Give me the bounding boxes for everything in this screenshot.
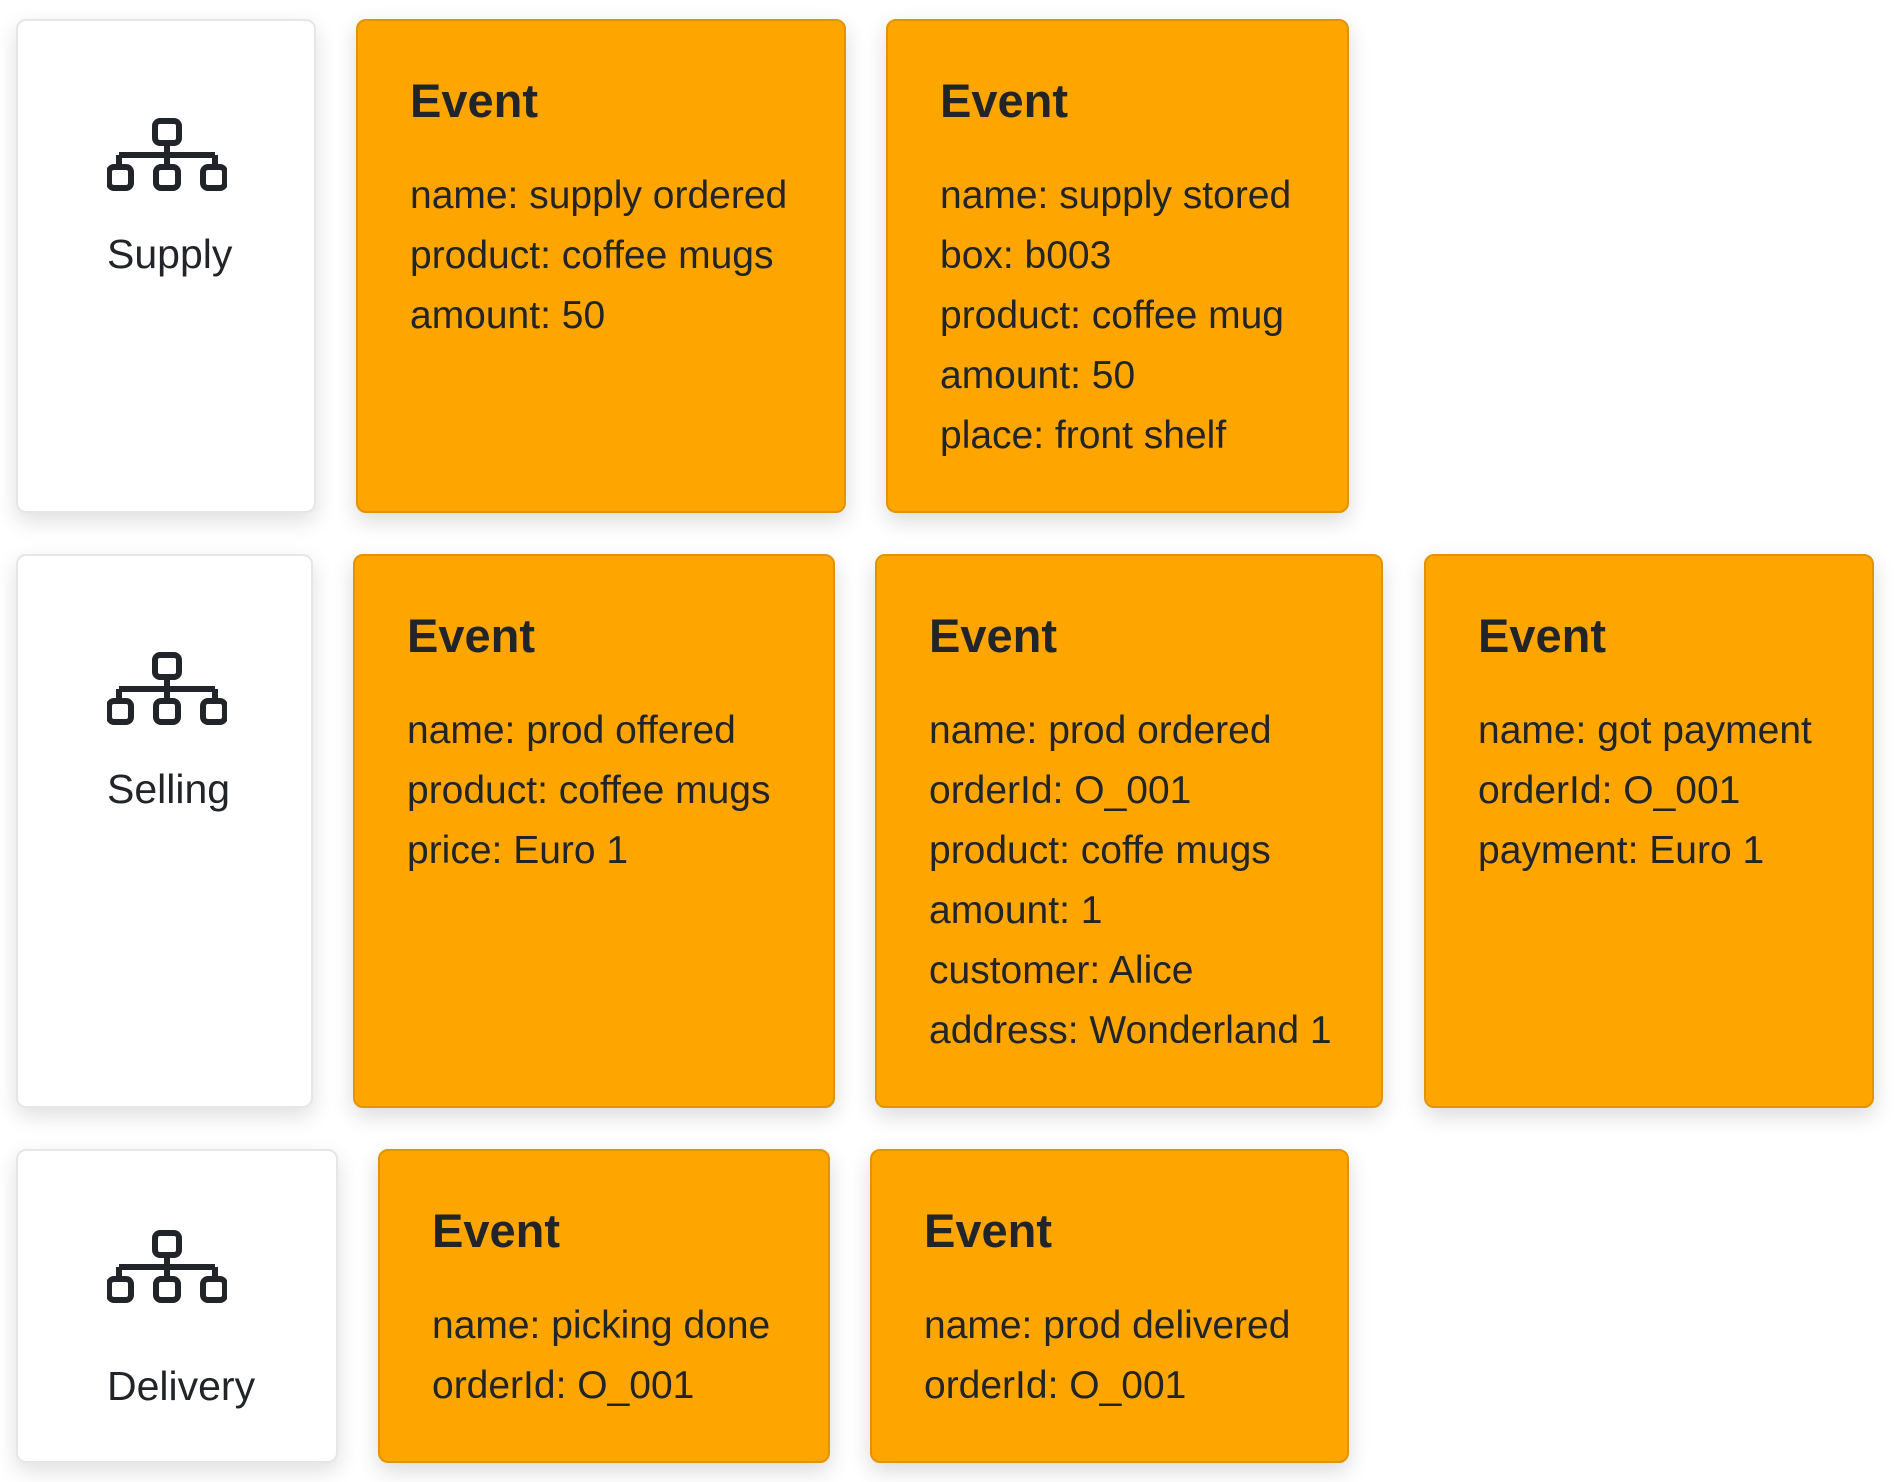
event-field: place: front shelf — [940, 414, 1227, 457]
event-title: Event — [410, 74, 538, 127]
event-field: product: coffee mugs — [407, 769, 771, 812]
event-field: orderId: O_001 — [1478, 769, 1741, 812]
lane-card-supply[interactable]: Supply — [16, 19, 316, 513]
event-field: name: picking done — [432, 1304, 771, 1347]
event-card[interactable]: Event name: got payment orderId: O_001 p… — [1424, 554, 1874, 1108]
lane-label: Selling — [107, 766, 231, 812]
event-field: name: prod delivered — [924, 1304, 1291, 1347]
event-field: box: b003 — [940, 234, 1112, 277]
event-title: Event — [929, 609, 1057, 662]
lane-card-delivery[interactable]: Delivery — [16, 1149, 338, 1463]
event-card[interactable]: Event name: picking done orderId: O_001 — [378, 1149, 830, 1463]
event-card[interactable]: Event name: supply ordered product: coff… — [356, 19, 846, 513]
event-card[interactable]: Event name: prod ordered orderId: O_001 … — [875, 554, 1383, 1108]
event-field: amount: 50 — [410, 294, 606, 337]
event-field: name: prod offered — [407, 709, 736, 752]
sitemap-icon — [107, 652, 227, 725]
event-field: product: coffe mugs — [929, 829, 1271, 872]
event-field: product: coffee mug — [940, 294, 1284, 337]
lane-card-selling[interactable]: Selling — [16, 554, 313, 1108]
event-fields: name: supply stored box: b003 product: c… — [940, 166, 1291, 466]
event-title: Event — [1478, 609, 1606, 662]
event-card[interactable]: Event name: prod delivered orderId: O_00… — [870, 1149, 1349, 1463]
event-title: Event — [407, 609, 535, 662]
event-card[interactable]: Event name: prod offered product: coffee… — [353, 554, 835, 1108]
event-fields: name: supply ordered product: coffee mug… — [410, 166, 787, 346]
lane-label: Supply — [107, 231, 233, 277]
event-field: name: prod ordered — [929, 709, 1272, 752]
event-field: amount: 50 — [940, 354, 1136, 397]
event-field: orderId: O_001 — [432, 1364, 695, 1407]
event-field: orderId: O_001 — [924, 1364, 1187, 1407]
sitemap-icon — [107, 118, 227, 191]
event-fields: name: picking done orderId: O_001 — [432, 1296, 770, 1416]
lane-label: Delivery — [107, 1363, 256, 1409]
event-field: price: Euro 1 — [407, 829, 629, 872]
event-fields: name: prod ordered orderId: O_001 produc… — [929, 701, 1332, 1061]
event-fields: name: prod offered product: coffee mugs … — [407, 701, 771, 881]
event-field: name: supply ordered — [410, 174, 788, 217]
event-field: amount: 1 — [929, 889, 1103, 932]
event-fields: name: got payment orderId: O_001 payment… — [1478, 701, 1812, 881]
event-card[interactable]: Event name: supply stored box: b003 prod… — [886, 19, 1349, 513]
event-field: name: supply stored — [940, 174, 1292, 217]
event-field: address: Wonderland 1 — [929, 1009, 1332, 1052]
event-field: orderId: O_001 — [929, 769, 1192, 812]
event-field: customer: Alice — [929, 949, 1194, 992]
event-title: Event — [432, 1204, 560, 1257]
event-field: product: coffee mugs — [410, 234, 774, 277]
sitemap-icon — [107, 1230, 227, 1303]
event-title: Event — [940, 74, 1068, 127]
event-field: payment: Euro 1 — [1478, 829, 1765, 872]
event-title: Event — [924, 1204, 1052, 1257]
event-field: name: got payment — [1478, 709, 1812, 752]
event-fields: name: prod delivered orderId: O_001 — [924, 1296, 1290, 1416]
